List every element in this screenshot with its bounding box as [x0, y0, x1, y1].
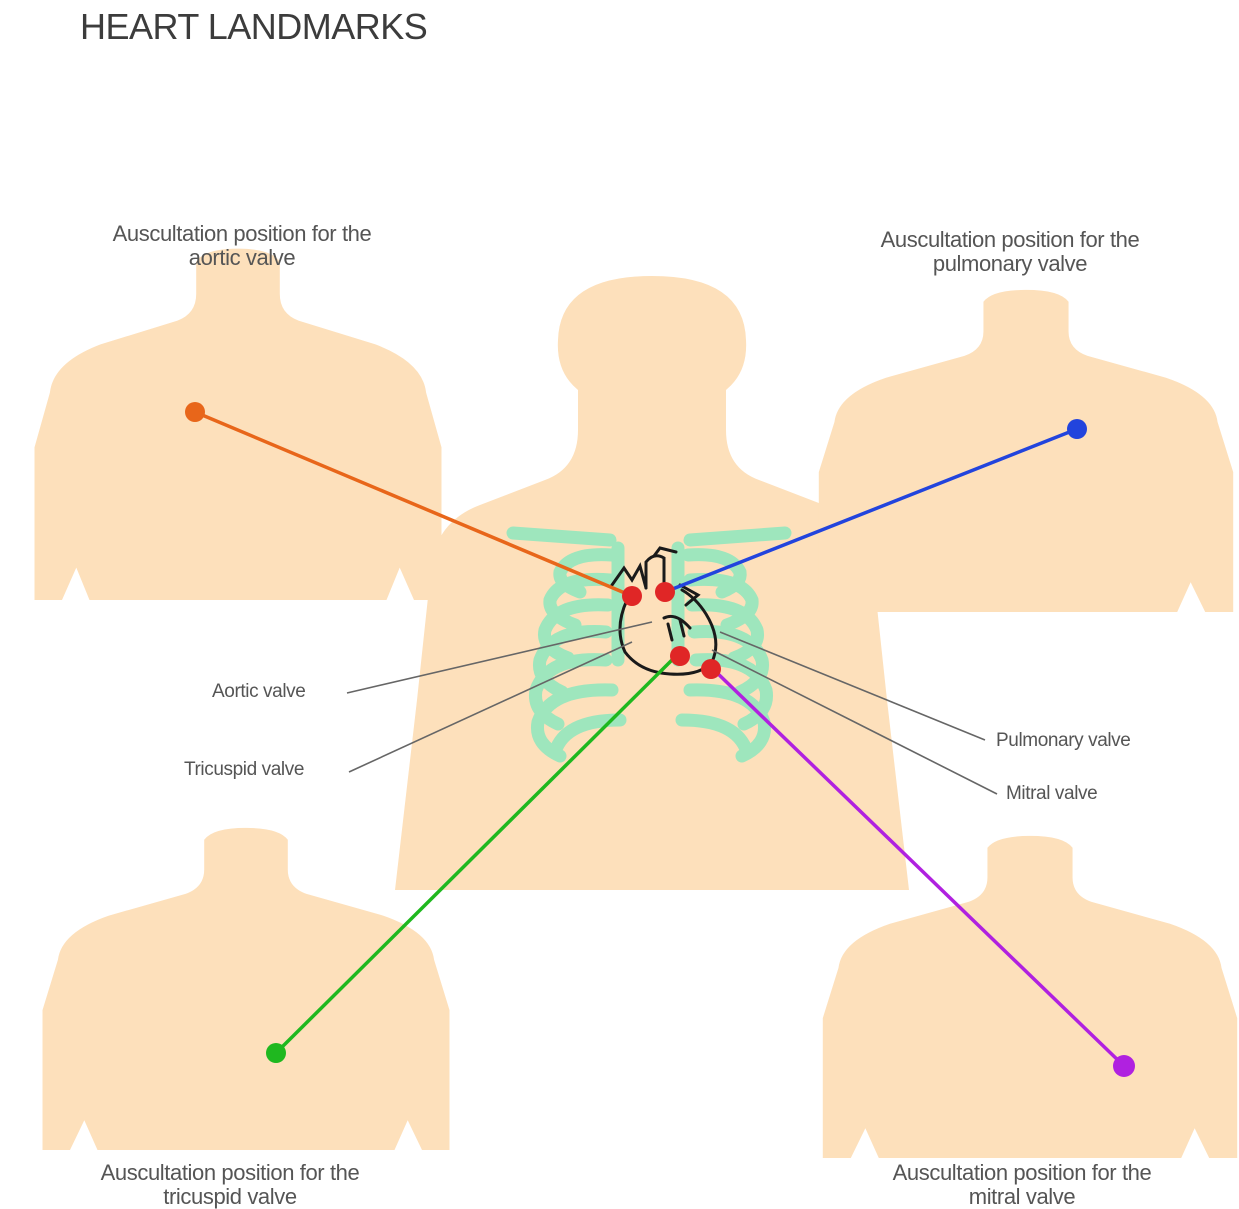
caption-mitral: Auscultation position for the mitral val… [842, 1161, 1202, 1209]
caption-tricuspid-line2: tricuspid valve [50, 1185, 410, 1209]
caption-tricuspid: Auscultation position for the tricuspid … [50, 1161, 410, 1209]
mitral-position-dot [1113, 1055, 1135, 1077]
caption-aortic-line2: aortic valve [62, 246, 422, 270]
pulmonary-position-dot [1067, 419, 1087, 439]
caption-mitral-line2: mitral valve [842, 1185, 1202, 1209]
caption-tricuspid-line1: Auscultation position for the [50, 1161, 410, 1185]
mitral-valve-dot [701, 659, 721, 679]
tricuspid-position-dot [266, 1043, 286, 1063]
caption-aortic: Auscultation position for the aortic val… [62, 222, 422, 270]
tricuspid-valve-dot [670, 646, 690, 666]
pulmonary-valve-dot [655, 582, 675, 602]
label-aortic-valve: Aortic valve [212, 681, 305, 703]
caption-pulmonary-line2: pulmonary valve [830, 252, 1190, 276]
caption-aortic-line1: Auscultation position for the [62, 222, 422, 246]
caption-pulmonary-line1: Auscultation position for the [830, 228, 1190, 252]
caption-mitral-line1: Auscultation position for the [842, 1161, 1202, 1185]
label-tricuspid-valve: Tricuspid valve [184, 759, 304, 781]
torso-tricuspid [42, 828, 449, 1150]
caption-pulmonary: Auscultation position for the pulmonary … [830, 228, 1190, 276]
aortic-valve-dot [622, 586, 642, 606]
torso-aortic [34, 249, 441, 600]
label-mitral-valve: Mitral valve [1006, 783, 1097, 805]
page-title: HEART LANDMARKS [80, 6, 427, 48]
aortic-position-dot [185, 402, 205, 422]
label-pulmonary-valve: Pulmonary valve [996, 730, 1130, 752]
